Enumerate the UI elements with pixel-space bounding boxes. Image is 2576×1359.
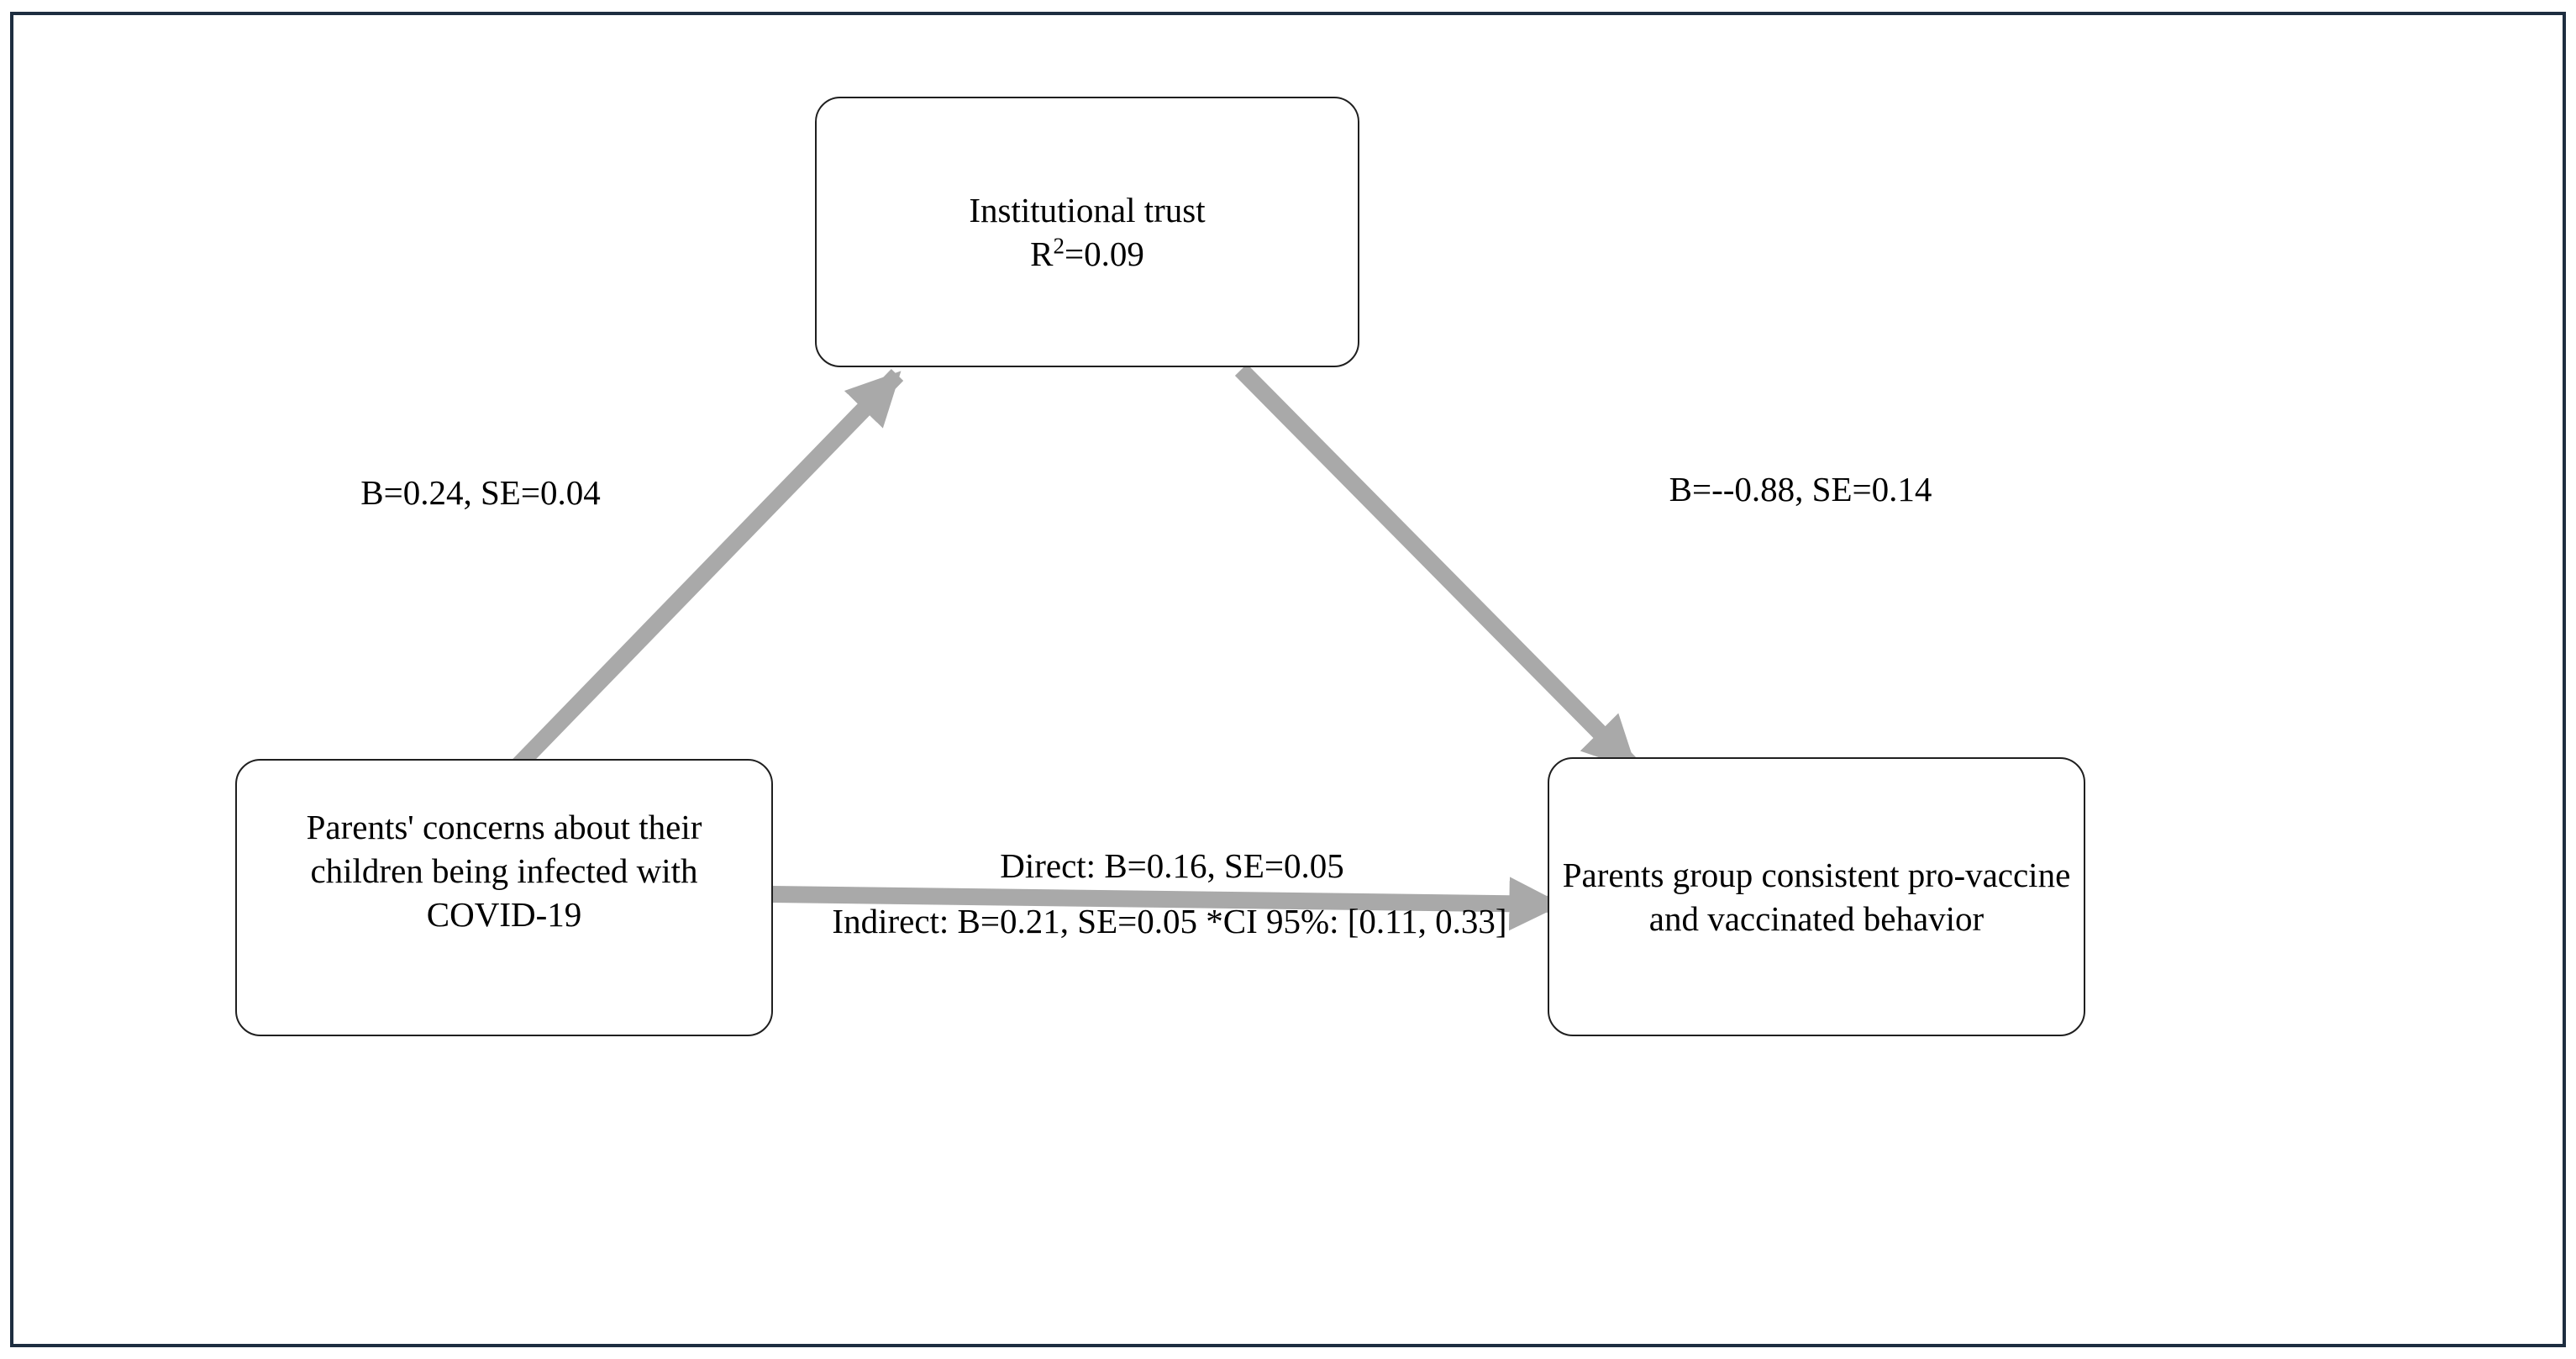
mediator-title: Institutional trust — [969, 191, 1206, 229]
direct-effect-label: Direct: B=0.16, SE=0.05 — [1000, 846, 1344, 885]
mediator-box: Institutional trust R2=0.09 — [815, 97, 1359, 367]
predictor-label: Parents' concerns about their children b… — [306, 808, 702, 934]
predictor-box: Parents' concerns about their children b… — [235, 759, 773, 1036]
r-squared-exponent: 2 — [1053, 233, 1065, 259]
outcome-label: Parents group consistent pro-vaccine and… — [1562, 856, 2071, 938]
arrow-predictor-to-outcome — [770, 877, 1564, 931]
indirect-effect-label: Indirect: B=0.21, SE=0.05 *CI 95%: [0.11… — [832, 902, 1507, 940]
a-path-coefficient-label: B=0.24, SE=0.04 — [360, 473, 601, 512]
b-path-coefficient-label: B=--0.88, SE=0.14 — [1669, 470, 1932, 508]
arrow-mediator-to-outcome — [1234, 363, 1640, 773]
outcome-box: Parents group consistent pro-vaccine and… — [1548, 757, 2085, 1036]
arrow-predictor-to-mediator — [497, 369, 904, 786]
mediator-r-squared: R2=0.09 — [1030, 233, 1144, 273]
